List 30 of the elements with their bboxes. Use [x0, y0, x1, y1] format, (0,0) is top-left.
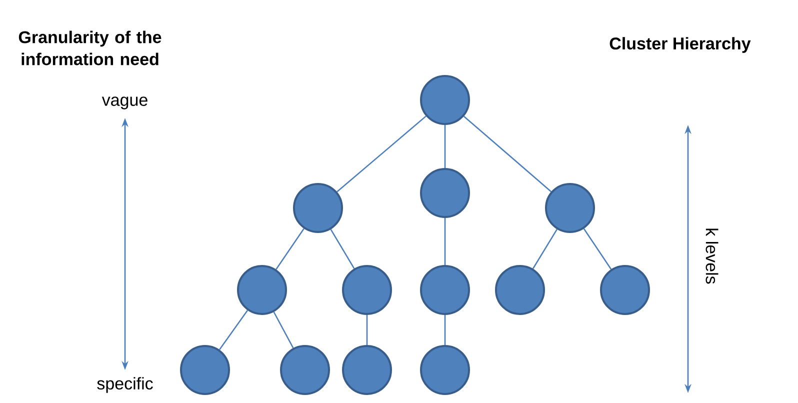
connector-line: [444, 218, 446, 265]
connector-line: [218, 310, 248, 350]
tree-node: [420, 75, 470, 125]
connector-line: [366, 314, 368, 345]
tree-node: [180, 344, 230, 395]
tree-node: [420, 344, 470, 395]
connector-line: [444, 314, 446, 345]
connector-line: [532, 229, 558, 269]
tree-node: [293, 182, 343, 233]
axis-label: k levels: [706, 228, 718, 284]
axis-label: specific: [97, 377, 153, 393]
heading: Granularity of the information need: [18, 30, 162, 66]
connector-line: [330, 229, 355, 269]
tree-node: [342, 344, 392, 395]
tree-node: [280, 344, 330, 395]
connector-line: [276, 228, 304, 270]
connector-line: [583, 228, 612, 270]
connector-line: [273, 312, 294, 348]
connector-line: [336, 116, 426, 192]
tree-node: [237, 264, 287, 315]
tree-node: [420, 264, 470, 315]
tree-node: [420, 168, 470, 218]
tree-node: [342, 264, 392, 315]
tree-node: [600, 264, 650, 315]
connector-line: [444, 124, 446, 168]
heading: Cluster Hierarchy: [610, 37, 751, 53]
connector-line: [464, 116, 552, 192]
axis-label: vague: [102, 96, 148, 110]
tree-node: [545, 182, 595, 233]
tree-node: [495, 264, 545, 315]
